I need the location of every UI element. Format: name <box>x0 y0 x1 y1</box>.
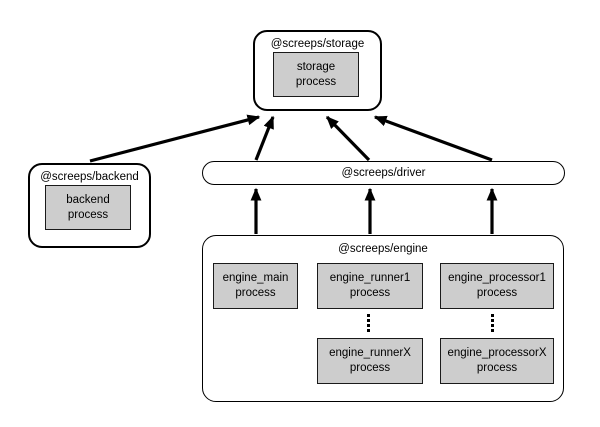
backend-node-title: @screeps/backend <box>40 171 139 183</box>
storage-node-title: @screeps/storage <box>270 38 365 50</box>
engine-runner1-label-line1: engine_runner1 <box>329 272 411 284</box>
engine-runner1-process-box: engine_runner1 process <box>317 263 423 309</box>
storage-process-box: storage process <box>273 52 359 97</box>
engine-runnerX-process-box: engine_runnerX process <box>317 338 423 384</box>
engine-runnerX-label-line2: process <box>349 362 391 374</box>
engine-processor1-process-box: engine_processor1 process <box>440 263 554 309</box>
runner-ellipsis-icon <box>367 314 370 332</box>
engine-processor1-label-line1: engine_processor1 <box>448 272 546 284</box>
driver-node-title: @screeps/driver <box>341 167 426 179</box>
driver-node: @screeps/driver <box>202 161 565 185</box>
engine-main-process-box: engine_main process <box>213 263 298 309</box>
storage-process-label-line2: process <box>295 75 337 88</box>
engine-processorX-process-box: engine_processorX process <box>440 338 554 384</box>
backend-process-label-line1: backend <box>66 193 110 206</box>
engine-processorX-label-line2: process <box>476 362 518 374</box>
backend-process-label-line2: process <box>67 208 109 221</box>
engine-runnerX-label-line1: engine_runnerX <box>329 347 411 359</box>
storage-process-label-line1: storage <box>296 60 336 73</box>
arrow-backend-to-storage <box>89 114 261 163</box>
arrow-driver-to-storage-left <box>254 115 275 161</box>
engine-processor1-label-line2: process <box>476 287 518 299</box>
arrow-driver-to-storage-right <box>373 115 493 162</box>
processor-ellipsis-icon <box>491 314 494 332</box>
backend-process-box: backend process <box>45 185 131 230</box>
engine-main-label-line1: engine_main <box>222 272 289 284</box>
engine-runner1-label-line2: process <box>349 287 391 299</box>
engine-main-label-line2: process <box>235 287 276 299</box>
engine-node-title: @screeps/engine <box>338 243 428 255</box>
arrow-driver-to-storage-middle <box>325 115 371 162</box>
engine-processorX-label-line1: engine_processorX <box>447 347 547 359</box>
